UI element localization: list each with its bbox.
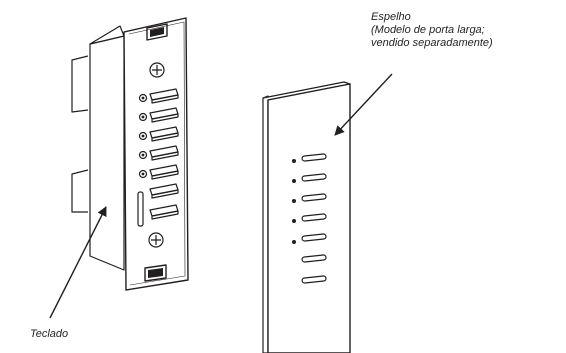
keypad-button [149,164,179,180]
faceplate-callout-line-2: (Modelo de porta larga; [371,24,485,36]
faceplate-button-slot [301,213,327,222]
faceplate-callout-arrow [334,73,393,136]
keypad-lower-tab [71,169,89,213]
keypad-upper-tab [71,55,89,113]
keypad-led [138,112,148,122]
keypad-device [71,17,189,291]
keypad-top-face [89,25,125,45]
keypad-led [138,150,148,160]
faceplate-callout: Espelho (Modelo de porta larga; vendido … [371,11,493,50]
faceplate-button-slot [301,233,327,242]
faceplate-button-slot [301,173,327,182]
faceplate-led-hole [292,179,296,183]
keypad-button [149,204,179,220]
keypad-side-wall [89,35,125,271]
keypad-top-slot [146,23,168,41]
faceplate-button-slot [301,254,327,263]
keypad-callout-arrow [49,206,107,319]
faceplate-led-hole [292,240,296,244]
faceplate-led-hole [292,199,296,203]
keypad-button [149,183,179,199]
faceplate [262,81,351,353]
keypad-ir-window [137,191,144,227]
faceplate-callout-line-3: vendido separadamente) [371,37,493,49]
faceplate-callout-line-1: Espelho [371,11,411,23]
faceplate-led-hole [292,219,296,223]
keypad-button [149,88,179,104]
faceplate-side-edge [262,95,269,353]
keypad-bottom-screw [148,232,164,248]
faceplate-button-slot [301,275,327,284]
keypad-button [149,107,179,123]
keypad-led [138,93,148,103]
keypad-led [138,169,148,179]
keypad-top-screw [149,62,165,78]
keypad-callout-label: Teclado [30,328,69,340]
keypad-callout: Teclado [30,328,68,341]
keypad-bottom-slot [144,264,167,282]
faceplate-led-hole [292,159,296,163]
faceplate-front [267,83,351,353]
keypad-led [138,131,148,141]
keypad-button [149,145,179,161]
keypad-button [149,126,179,142]
faceplate-button-slot [301,193,327,202]
faceplate-button-slot [301,153,327,162]
